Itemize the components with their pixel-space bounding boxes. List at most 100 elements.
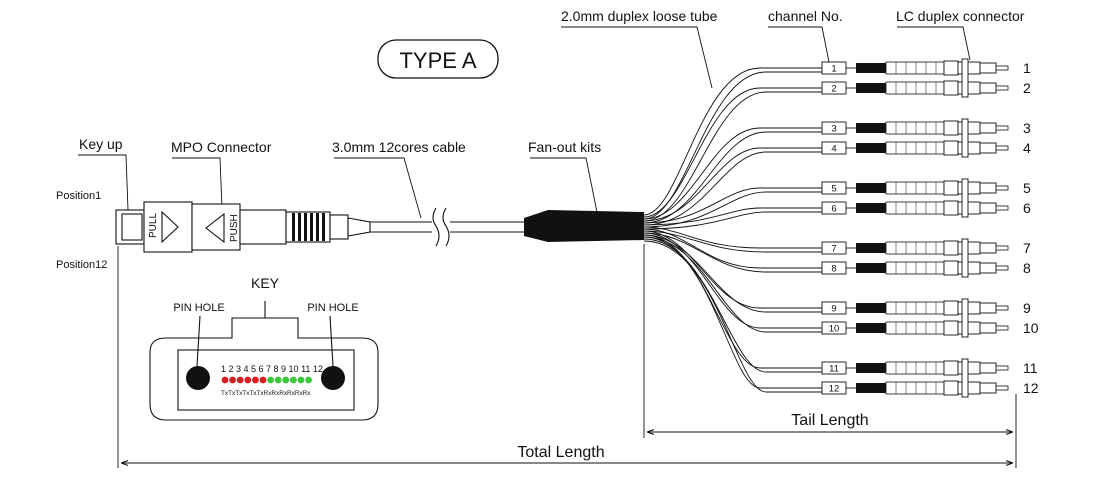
lc-boot	[885, 321, 945, 335]
channel-tag-number: 3	[831, 124, 836, 135]
lc-boot	[885, 261, 945, 275]
lc-connector-label: LC duplex connector	[896, 8, 1025, 24]
duplex-clip	[961, 118, 969, 158]
channel-tag-number: 10	[829, 324, 840, 335]
lc-boot	[885, 121, 945, 135]
channel-number-label: 7	[1023, 240, 1031, 256]
boot-rib	[304, 213, 307, 241]
lc-housing	[957, 381, 981, 395]
fiber-leg-line	[643, 147, 822, 222]
fiber-leg-line	[643, 234, 822, 369]
lc-housing	[957, 141, 981, 155]
pin-hole-right-label: PIN HOLE	[307, 302, 358, 314]
tube-crimp	[856, 183, 886, 193]
channel-tag-number: 9	[831, 304, 836, 315]
fiber-leg-line	[643, 87, 822, 218]
position12-label: Position12	[56, 259, 107, 271]
channel-number-label: 5	[1023, 180, 1031, 196]
lc-latch	[979, 382, 997, 394]
tube-crimp	[856, 363, 886, 373]
channel-tag-number: 6	[831, 204, 836, 215]
lc-body	[943, 140, 959, 156]
lc-body	[943, 300, 959, 316]
loose-tube-label: 2.0mm duplex loose tube	[561, 8, 718, 24]
fiber-leg-line	[643, 234, 822, 313]
lc-body	[943, 260, 959, 276]
fan-out-fibers	[643, 67, 822, 393]
channel-number-label: 9	[1023, 300, 1031, 316]
lc-latch	[979, 142, 997, 154]
lc-latch	[979, 62, 997, 74]
fiber-leg-line	[643, 232, 822, 273]
key-up-label: Key up	[79, 136, 123, 152]
lc-latch	[979, 182, 997, 194]
lc-ferrule	[995, 305, 1009, 311]
fiber-leg-line	[643, 91, 822, 222]
pin-hole-left	[186, 366, 210, 390]
fiber-leg-line	[643, 67, 822, 216]
lc-housing	[957, 61, 981, 75]
pin-hole-left-label: PIN HOLE	[173, 302, 224, 314]
tube-crimp	[856, 243, 886, 253]
lc-housing	[957, 321, 981, 335]
fiber-leg-line	[643, 207, 822, 226]
boot-rib	[298, 213, 301, 241]
lc-body	[943, 240, 959, 256]
channel-number-label: 4	[1023, 140, 1031, 156]
boot-rib	[292, 213, 295, 241]
lc-ferrule	[995, 245, 1009, 251]
tube-crimp	[856, 63, 886, 73]
channel-tag-number: 11	[829, 364, 839, 375]
total-length-label: Total Length	[517, 444, 604, 461]
fiber-leg-line	[643, 187, 822, 224]
fiber-leg-line	[643, 211, 822, 230]
lc-body	[943, 120, 959, 136]
channel-tag-number: 4	[831, 144, 836, 155]
channel-tag-number: 12	[829, 384, 840, 395]
lc-body	[943, 200, 959, 216]
fiber-leg-line	[643, 232, 822, 329]
position1-label: Position1	[56, 190, 101, 202]
lc-body	[943, 320, 959, 336]
pin-numbers: 1 2 3 4 5 6 7 8 9 10 11 12	[221, 364, 323, 374]
lc-latch	[979, 82, 997, 94]
tail-length-label: Tail Length	[791, 412, 868, 429]
push-label: PUSH	[229, 214, 240, 242]
boot-rib	[310, 213, 313, 241]
lc-ferrule	[995, 85, 1009, 91]
tube-crimp	[856, 323, 886, 333]
fiber-position-dot	[290, 376, 297, 384]
cable-label: 3.0mm 12cores cable	[332, 139, 466, 155]
fiber-leg-line	[643, 131, 822, 224]
tube-crimp	[856, 123, 886, 133]
lc-housing	[957, 121, 981, 135]
tube-crimp	[856, 383, 886, 393]
channel-tag-number: 2	[831, 84, 836, 95]
fiber-position-dot	[229, 376, 237, 384]
boot-rib	[322, 213, 325, 241]
lc-body	[943, 80, 959, 96]
fiber-position-dot	[259, 376, 267, 384]
pin-hole-right	[321, 366, 345, 390]
fiber-position-dot	[252, 376, 259, 384]
fanout-kits-label: Fan-out kits	[528, 139, 601, 155]
lc-housing	[957, 301, 981, 315]
duplex-clip	[961, 58, 969, 98]
fanout-kit	[524, 210, 644, 242]
channel-number-label: 8	[1023, 260, 1031, 276]
lc-boot	[885, 361, 945, 375]
tube-crimp	[856, 83, 886, 93]
channel-tag-number: 5	[831, 184, 836, 195]
lc-ferrule	[995, 325, 1009, 331]
fiber-leg-line	[643, 127, 822, 220]
duplex-clip	[961, 178, 969, 218]
